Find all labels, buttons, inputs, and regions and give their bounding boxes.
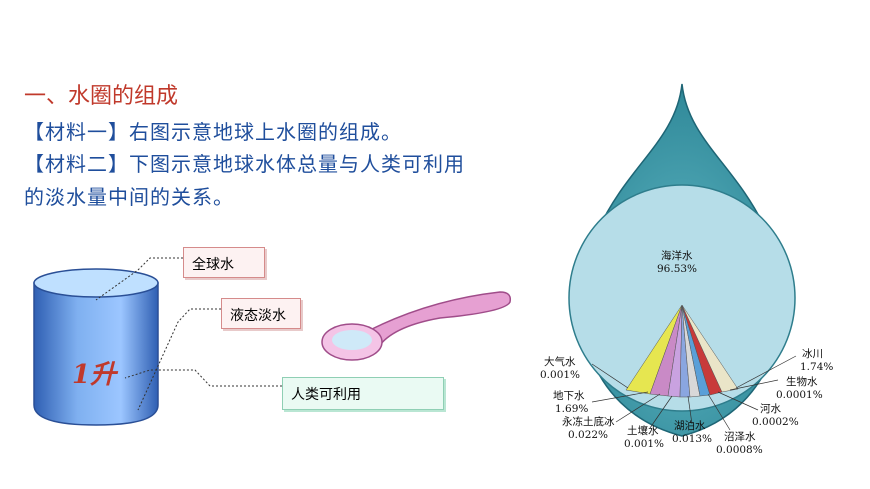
human-usable-water-label: 人类可利用	[291, 387, 361, 403]
permafrost-ice-value: 0.022%	[568, 429, 609, 441]
lake-water-name: 湖泊水	[674, 420, 706, 432]
biological-water-name: 生物水	[786, 376, 818, 388]
beaker-label: 1升	[72, 360, 117, 390]
swamp-water-name: 沼泽水	[724, 431, 756, 443]
river-water-name: 河水	[760, 403, 781, 415]
permafrost-ice-name: 永冻土底冰	[562, 416, 615, 428]
soil-water-name: 土壤水	[627, 425, 659, 437]
atmospheric-water-value: 0.001%	[540, 369, 581, 381]
river-water-value: 0.0002%	[752, 416, 799, 428]
global-water-box: 全球水	[183, 247, 265, 278]
material-two-text-line1: 【材料二】下图示意地球水体总量与人类可利用	[24, 152, 465, 176]
groundwater-value: 1.69%	[555, 403, 589, 415]
glacier-value: 1.74%	[800, 361, 834, 373]
glacier-name: 冰川	[802, 348, 823, 360]
material-one-text: 【材料一】右图示意地球上水圈的组成。	[24, 120, 402, 144]
liquid-fresh-water-box: 液态淡水	[221, 298, 301, 329]
ocean-water-value: 96.53%	[657, 263, 698, 275]
water-beaker	[33, 268, 159, 426]
water-sectors	[625, 304, 739, 398]
leader-lines	[95, 257, 282, 411]
liquid-fresh-water-label: 液态淡水	[230, 308, 286, 324]
section-heading: 一、水圈的组成	[24, 84, 179, 109]
human-usable-water-box: 人类可利用	[282, 377, 444, 410]
spoon-image	[321, 291, 512, 361]
groundwater-name: 地下水	[553, 390, 585, 402]
lake-water-value: 0.013%	[672, 433, 713, 445]
soil-water-value: 0.001%	[624, 438, 665, 450]
material-two-text-line2: 的淡水量中间的关系。	[24, 185, 234, 209]
biological-water-value: 0.0001%	[776, 389, 823, 401]
ocean-water-name: 海洋水	[661, 250, 693, 262]
water-drop-chart	[568, 83, 797, 437]
swamp-water-value: 0.0008%	[716, 444, 763, 456]
global-water-label: 全球水	[192, 257, 234, 273]
atmospheric-water-name: 大气水	[544, 356, 576, 368]
